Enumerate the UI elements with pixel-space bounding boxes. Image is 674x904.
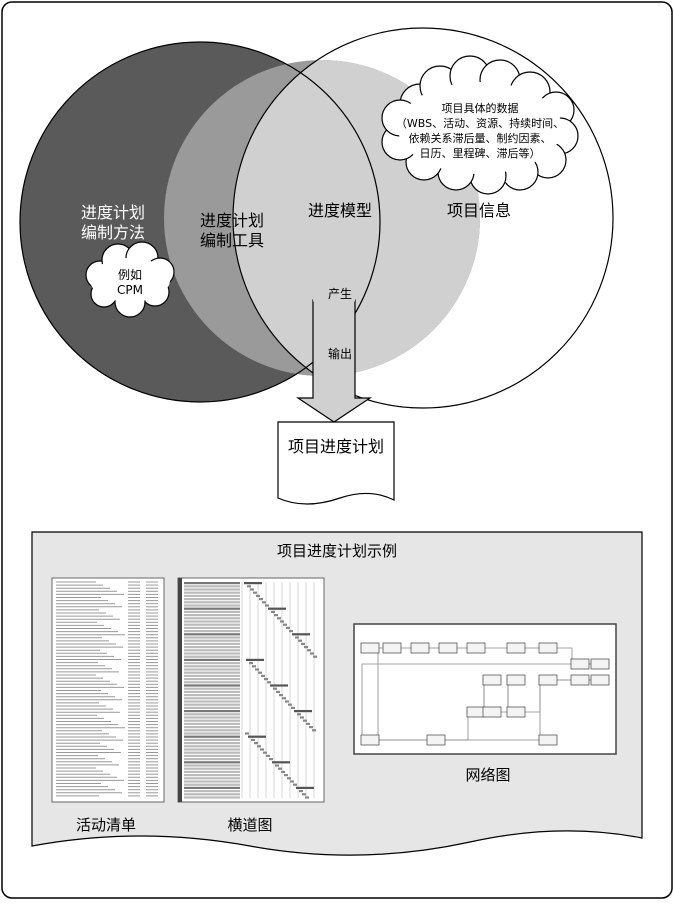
cloud-method-line-1: 例如 xyxy=(118,267,142,282)
activity-list-label: 活动清单 xyxy=(76,816,136,834)
cloud-info-line-4: 日历、里程碑、滞后等） xyxy=(420,146,541,160)
cloud-method-line-2: CPM xyxy=(117,283,143,297)
produce-label: 产生 xyxy=(328,287,352,301)
method-label-2: 编制方法 xyxy=(81,223,145,242)
model-label: 进度模型 xyxy=(308,201,372,220)
cloud-info-line-1: 项目具体的数据 xyxy=(442,101,519,115)
info-label: 项目信息 xyxy=(447,201,511,220)
output-document-title: 项目进度计划 xyxy=(288,437,384,456)
cloud-info-line-2: （WBS、活动、资源、持续时间、 xyxy=(396,116,564,130)
bar-chart-label: 横道图 xyxy=(227,816,272,834)
output-arrow xyxy=(296,299,372,423)
cloud-info-line-3: 依赖关系滞后量、制约因素、 xyxy=(409,131,552,145)
cloud-info: 项目具体的数据 （WBS、活动、资源、持续时间、 依赖关系滞后量、制约因素、 日… xyxy=(381,55,579,195)
examples-title: 项目进度计划示例 xyxy=(277,542,397,560)
network-diagram-thumbnail xyxy=(353,623,617,755)
output-document xyxy=(277,421,395,505)
method-label-1: 进度计划 xyxy=(81,203,145,222)
network-diagram-label: 网络图 xyxy=(465,766,510,784)
activity-list-thumbnail xyxy=(51,577,165,803)
cloud-method: 例如 CPM xyxy=(85,241,175,318)
bar-chart-thumbnail xyxy=(177,577,325,803)
tool-label-2: 编制工具 xyxy=(200,231,264,250)
tool-label-1: 进度计划 xyxy=(200,211,264,230)
output-label: 输出 xyxy=(328,346,352,361)
